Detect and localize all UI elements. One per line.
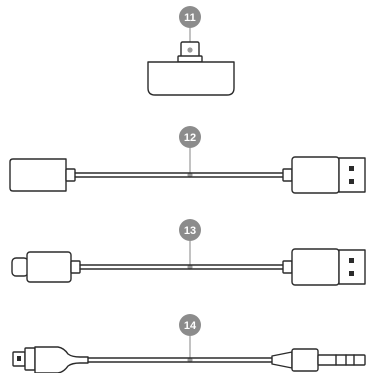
callout-12-number: 12 (184, 132, 196, 144)
callout-13: 13 (179, 219, 201, 270)
cable-12-usb-a-tip (338, 157, 366, 193)
adapter-body (147, 61, 235, 96)
cable-13-usb-c-body (26, 251, 72, 283)
cable-14-audio-jack-strain-relief (271, 351, 293, 369)
cable-13-usb-a-pin-top (349, 258, 354, 263)
cable-13-usb-a-pin-bottom (349, 271, 354, 276)
cable-14-micro-usb-body (34, 346, 89, 373)
cable-14-audio-jack-body (291, 348, 319, 372)
callout-13-badge (179, 219, 201, 241)
callout-12-badge (179, 126, 201, 148)
adapter-tip-dot (187, 47, 193, 53)
callout-14-badge (179, 314, 201, 336)
item-13-usb-c-cable: 13 (11, 219, 366, 286)
item-14-audio-cable: 14 (12, 314, 366, 373)
callout-13-number: 13 (184, 225, 196, 237)
cable-12-female-plug (9, 158, 67, 192)
cable-13-usb-c-tip (11, 257, 29, 277)
callout-11-number: 11 (184, 12, 196, 24)
cable-13-right-strain-relief (282, 260, 293, 274)
cable-12-usb-a-body (291, 156, 340, 194)
cable-14-audio-jack-plug (317, 354, 366, 366)
cable-13-usb-a-body (291, 248, 340, 286)
callout-14: 14 (179, 314, 201, 363)
cable-14-micro-usb-pin (17, 356, 21, 361)
item-11-adapter: 11 (147, 6, 235, 96)
callout-14-number: 14 (184, 320, 197, 332)
cable-12-usb-a-pin-top (349, 166, 354, 171)
item-12-extension-cable: 12 (9, 126, 366, 194)
cable-12-usb-a-pin-bottom (349, 179, 354, 184)
callout-12: 12 (179, 126, 201, 178)
cable-14-micro-usb-collar (24, 347, 36, 371)
cable-12-left-strain-relief (65, 168, 76, 182)
adapter-collar (177, 55, 203, 63)
cable-12-right-strain-relief (282, 168, 293, 182)
callout-11-badge (179, 6, 201, 28)
cable-13-left-strain-relief (70, 260, 81, 274)
cable-13-usb-a-tip (338, 249, 366, 285)
